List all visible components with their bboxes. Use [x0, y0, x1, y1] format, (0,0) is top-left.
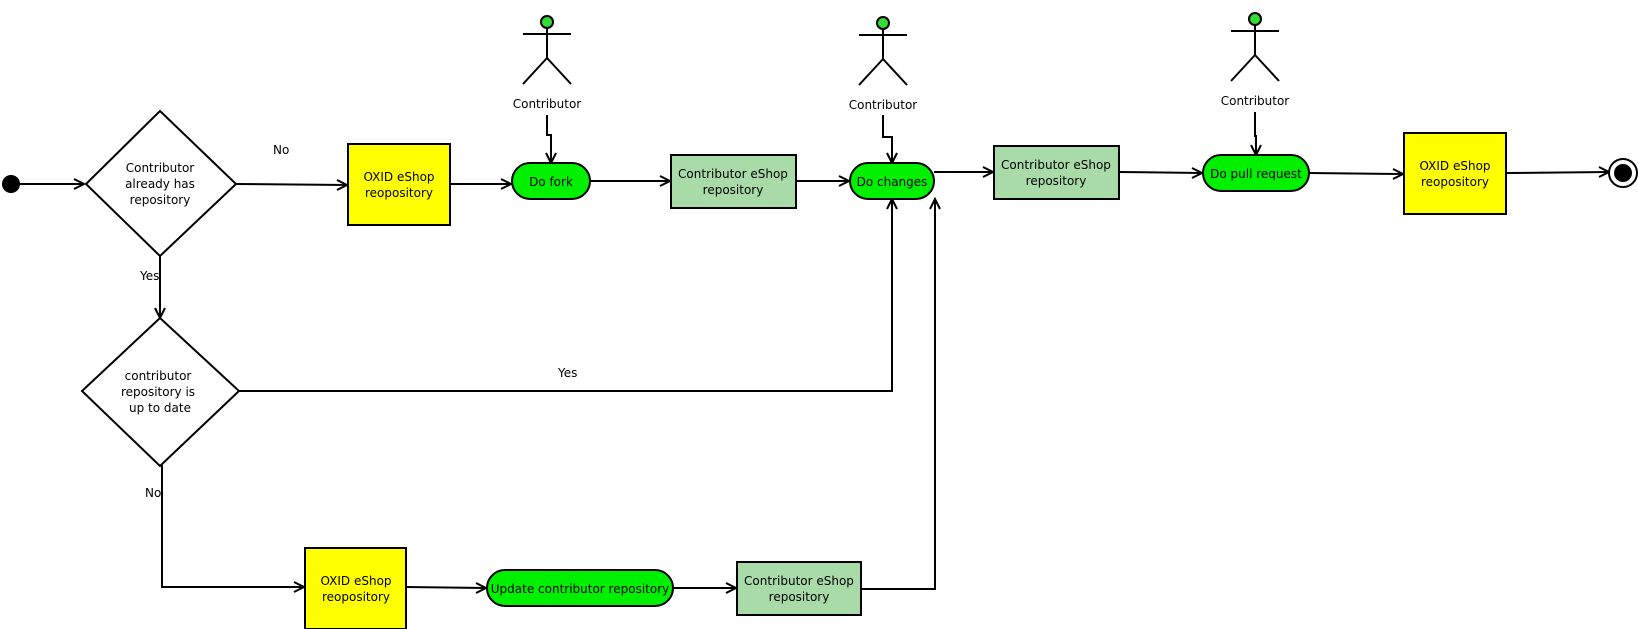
object-box	[304, 547, 407, 629]
action-do-pull-request-label: Do pull request	[1210, 167, 1302, 181]
start-node[interactable]	[2, 175, 20, 193]
contrib-repo-3-line-1: Contributor eShop	[744, 574, 854, 588]
oxid-repo-2[interactable]: OXID eShop reopository	[304, 547, 407, 629]
edge-oxid-repo-to-update	[405, 586, 487, 589]
contrib-repo-1[interactable]: Contributor eShop repository	[670, 154, 797, 209]
decision-diamond	[84, 109, 238, 258]
actor-2[interactable]: Contributor	[849, 16, 918, 112]
edge-label-yes-long: Yes	[557, 366, 577, 380]
contrib-repo-1-line-1: Contributor eShop	[678, 167, 788, 181]
action-do-changes-label: Do changes	[857, 175, 928, 189]
edge-contrib-repo-3-to-do-changes	[861, 199, 936, 590]
object-box	[347, 143, 451, 226]
arrowhead	[929, 196, 941, 210]
action-do-fork-label: Do fork	[529, 175, 573, 189]
edge-decision-2-yes-to-do-changes	[239, 199, 893, 392]
edge-contrib-repo-to-pull-request	[1118, 171, 1203, 174]
edge-decision-2-no-to-oxid-repo	[161, 465, 304, 588]
action-box	[849, 162, 935, 200]
decision-up-to-date-line-3: up to date	[129, 401, 191, 415]
contrib-repo-2-line-2: repository	[1026, 174, 1087, 188]
action-update-contributor-repository-label: Update contributor repository	[491, 582, 670, 596]
edge-decision-no-to-oxid-repo	[235, 183, 348, 186]
actor-1[interactable]: Contributor	[513, 15, 582, 111]
action-update-contributor-repository[interactable]: Update contributor repository	[486, 569, 674, 607]
end-node[interactable]	[1608, 158, 1638, 188]
actor-3-label: Contributor	[1221, 94, 1290, 108]
action-do-pull-request[interactable]: Do pull request	[1202, 154, 1310, 192]
edge-label-yes-down: Yes	[139, 269, 159, 283]
oxid-repo-3-line-2: reopository	[1421, 175, 1489, 189]
actor-figure-icon	[522, 15, 572, 85]
object-box	[1403, 132, 1507, 215]
actor-figure-icon	[1230, 12, 1280, 82]
oxid-repo-1-line-2: reopository	[365, 186, 433, 200]
object-box	[993, 145, 1120, 200]
decision-has-repository[interactable]: Contributor already has repository	[84, 109, 238, 258]
action-box	[511, 162, 591, 200]
decision-diamond	[80, 316, 241, 468]
action-do-fork[interactable]: Do fork	[511, 162, 591, 200]
edge-actor-1-to-do-fork	[546, 115, 552, 163]
oxid-repo-3[interactable]: OXID eShop reopository	[1403, 132, 1507, 215]
actor-3[interactable]: Contributor	[1221, 12, 1290, 108]
edge-pull-request-to-oxid-repo	[1308, 172, 1404, 175]
arrowhead	[500, 178, 514, 190]
edge-actor-3-to-pull-request	[1254, 112, 1257, 155]
decision-up-to-date-line-2: repository is	[121, 385, 195, 399]
decision-up-to-date-line-1: contributor	[125, 369, 192, 383]
edge-actor-2-to-do-changes	[882, 115, 893, 163]
actor-figure-icon	[858, 16, 908, 86]
oxid-repo-2-line-1: OXID eShop	[320, 574, 391, 588]
decision-up-to-date[interactable]: contributor repository is up to date	[80, 316, 241, 468]
decision-has-repository-line-2: already has	[125, 177, 195, 191]
contrib-repo-2[interactable]: Contributor eShop repository	[993, 145, 1120, 200]
decision-has-repository-line-1: Contributor	[126, 161, 195, 175]
actor-1-label: Contributor	[513, 97, 582, 111]
contrib-repo-3[interactable]: Contributor eShop repository	[736, 561, 862, 616]
arrowhead	[73, 178, 87, 190]
contrib-repo-3-line-2: repository	[769, 590, 830, 604]
edge-label-no-top: No	[273, 143, 289, 157]
object-box	[670, 154, 797, 209]
end-node-core	[1614, 164, 1632, 182]
object-box	[736, 561, 862, 616]
contrib-repo-1-line-2: repository	[703, 183, 764, 197]
edges	[11, 112, 1612, 594]
actor-2-label: Contributor	[849, 98, 918, 112]
contrib-repo-2-line-1: Contributor eShop	[1001, 158, 1111, 172]
oxid-repo-1-line-1: OXID eShop	[363, 170, 434, 184]
decision-has-repository-line-3: repository	[130, 193, 191, 207]
oxid-repo-2-line-2: reopository	[322, 590, 390, 604]
action-box	[486, 569, 674, 607]
oxid-repo-1[interactable]: OXID eShop reopository	[347, 143, 451, 226]
edge-oxid-repo-to-end	[1505, 171, 1610, 174]
action-box	[1202, 154, 1310, 192]
oxid-repo-3-line-1: OXID eShop	[1419, 159, 1490, 173]
action-do-changes[interactable]: Do changes	[849, 162, 935, 200]
edge-label-no-down: No	[145, 486, 161, 500]
